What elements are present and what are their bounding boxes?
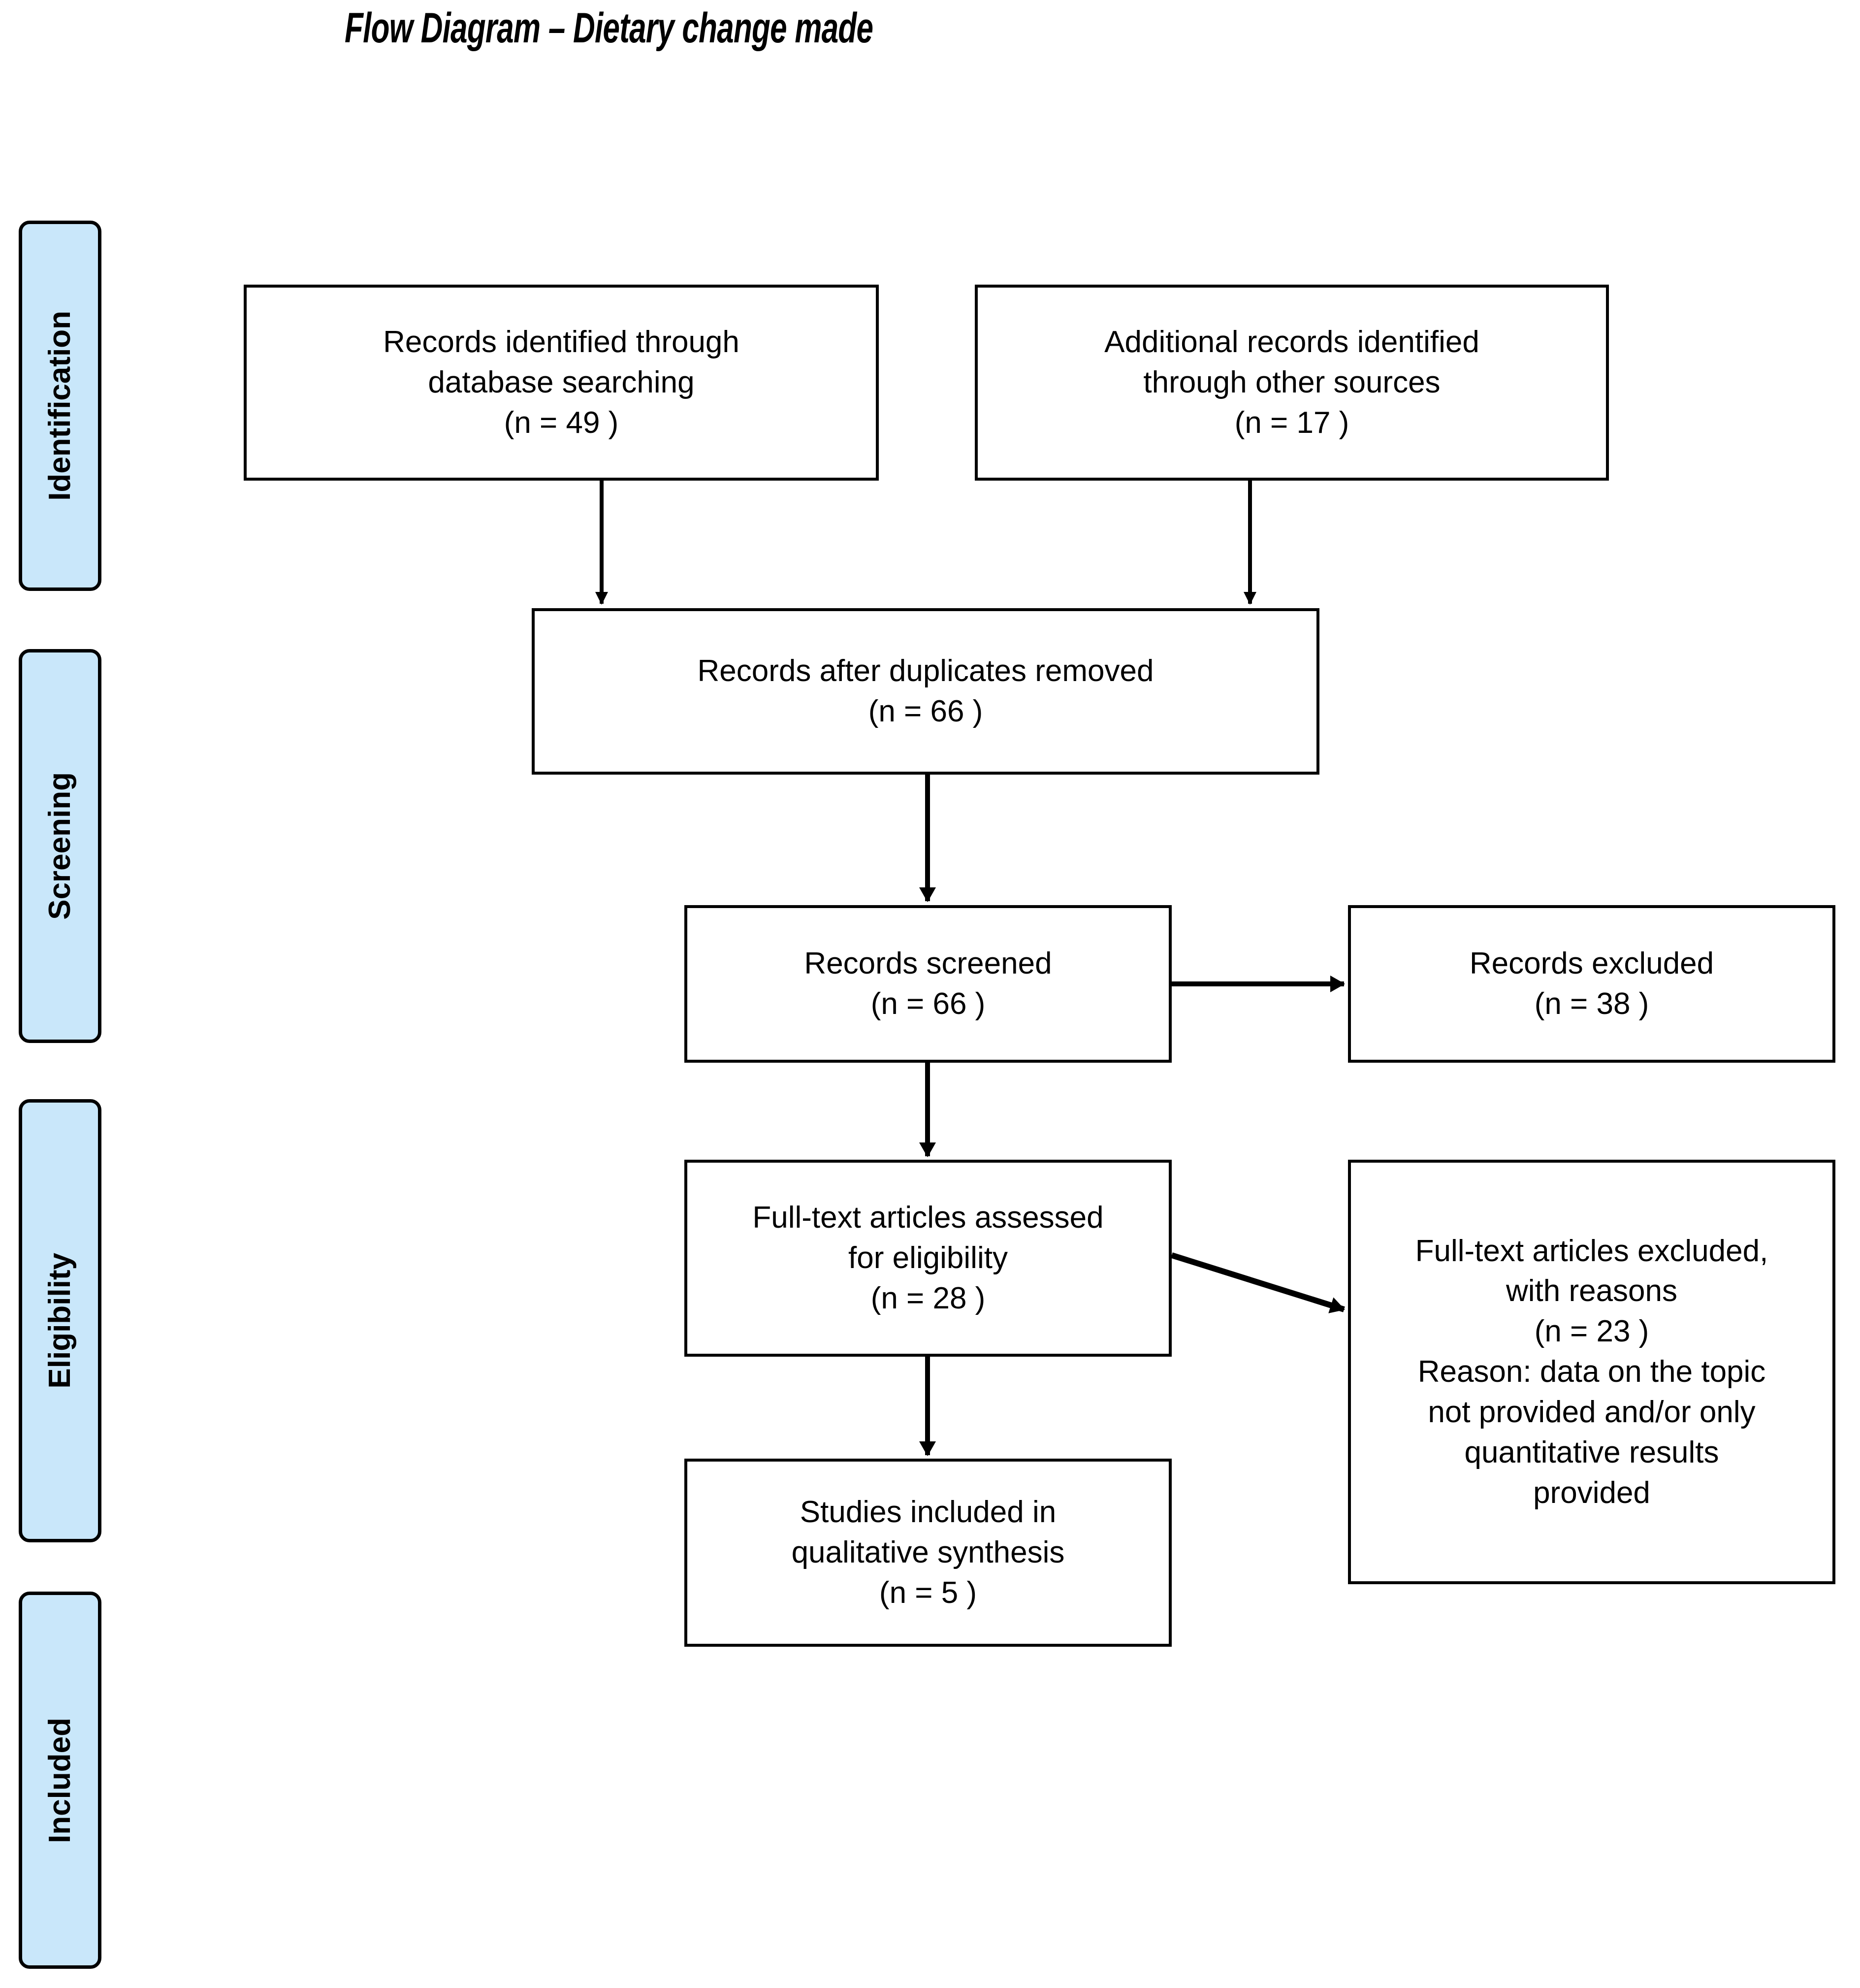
box-count: (n = 38 ) xyxy=(1534,987,1649,1021)
box-line: Full-text articles assessed xyxy=(752,1201,1104,1235)
box-line: for eligibility xyxy=(848,1241,1008,1275)
box-line: Additional records identified xyxy=(1104,325,1479,359)
box-line: quantitative results xyxy=(1464,1435,1719,1469)
box-records-identified-database[interactable]: Records identified through database sear… xyxy=(244,285,879,481)
stage-tab-eligibility[interactable]: Eligibility xyxy=(19,1099,101,1542)
box-count: (n = 17 ) xyxy=(1234,405,1349,440)
box-records-excluded[interactable]: Records excluded (n = 38 ) xyxy=(1348,905,1835,1063)
box-count: (n = 66 ) xyxy=(870,987,986,1021)
stage-tab-label: Eligibility xyxy=(43,1253,77,1389)
box-count: (n = 23 ) xyxy=(1534,1314,1649,1349)
box-records-screened[interactable]: Records screened (n = 66 ) xyxy=(684,905,1172,1063)
stage-tab-label: Included xyxy=(43,1717,77,1843)
stage-tab-identification[interactable]: Identification xyxy=(19,221,101,591)
stage-tab-screening[interactable]: Screening xyxy=(19,649,101,1043)
box-line: Records identified through xyxy=(383,325,739,359)
box-line: provided xyxy=(1533,1475,1650,1510)
stage-tab-label: Identification xyxy=(43,311,77,501)
box-studies-included-qualitative-synthesis[interactable]: Studies included in qualitative synthesi… xyxy=(684,1459,1172,1647)
page-title: Flow Diagram – Dietary change made xyxy=(345,4,873,52)
box-fulltext-assessed-eligibility[interactable]: Full-text articles assessed for eligibil… xyxy=(684,1160,1172,1357)
box-line: Reason: data on the topic xyxy=(1417,1355,1766,1389)
box-line: Full-text articles excluded, xyxy=(1415,1234,1768,1268)
box-records-after-duplicates-removed[interactable]: Records after duplicates removed (n = 66… xyxy=(532,608,1319,775)
box-line: Records screened xyxy=(804,946,1052,981)
box-line: Records excluded xyxy=(1469,946,1714,981)
stage-tab-included[interactable]: Included xyxy=(19,1592,101,1969)
stage-tab-label: Screening xyxy=(43,772,77,920)
box-line: Studies included in xyxy=(800,1495,1057,1530)
box-line: database searching xyxy=(428,365,695,400)
box-additional-records-other-sources[interactable]: Additional records identified through ot… xyxy=(975,285,1609,481)
box-line: with reasons xyxy=(1506,1274,1678,1308)
box-line: qualitative synthesis xyxy=(791,1535,1065,1570)
box-count: (n = 66 ) xyxy=(868,694,983,728)
box-line: through other sources xyxy=(1143,365,1441,400)
box-count: (n = 28 ) xyxy=(870,1281,986,1315)
box-fulltext-excluded-with-reasons[interactable]: Full-text articles excluded, with reason… xyxy=(1348,1160,1835,1584)
box-line: not provided and/or only xyxy=(1428,1395,1756,1429)
box-line: Records after duplicates removed xyxy=(697,654,1154,688)
box-count: (n = 5 ) xyxy=(879,1575,977,1610)
box-count: (n = 49 ) xyxy=(504,405,619,440)
connector-fulltext-to-excluded xyxy=(1171,1252,1345,1313)
